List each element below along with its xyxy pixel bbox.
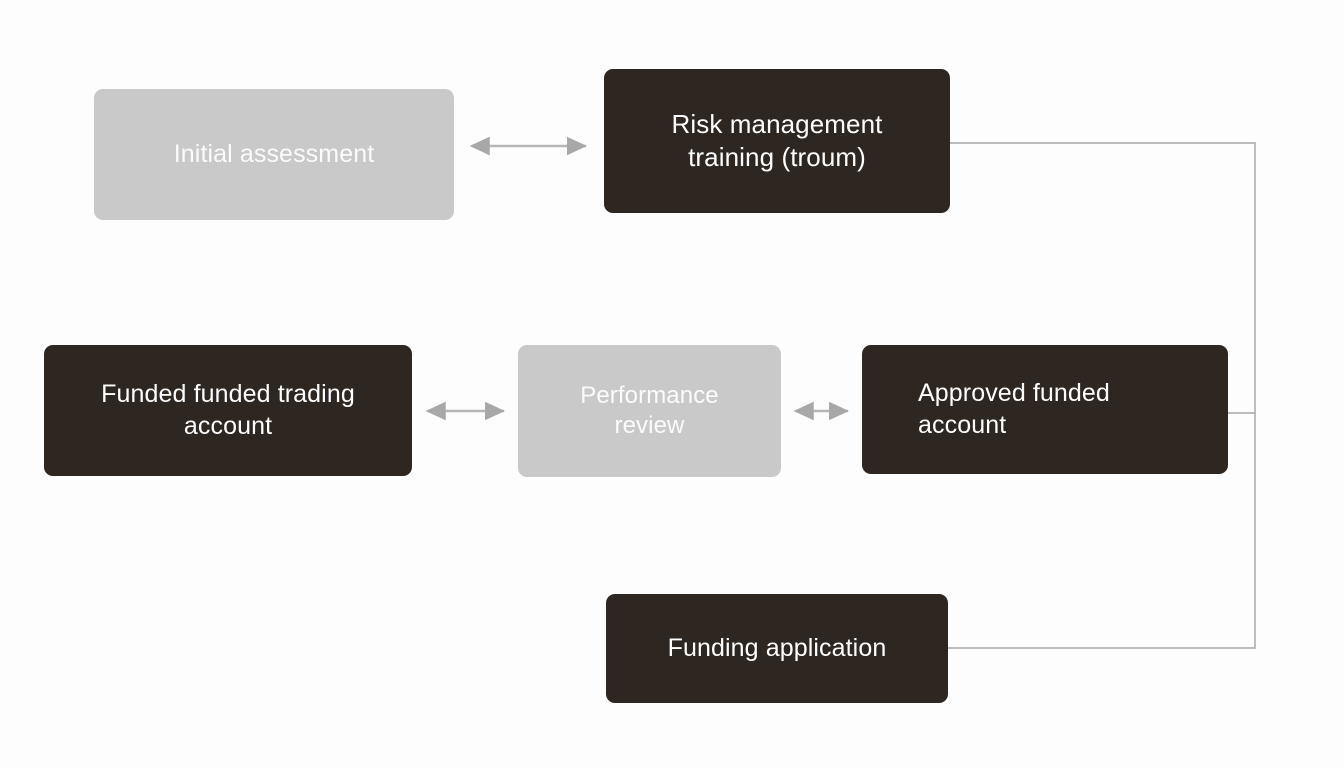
node-initial-assessment-label: Initial assessment bbox=[173, 139, 375, 168]
node-approved-funded-account-label: Approved funded account bbox=[918, 379, 1110, 439]
node-initial-assessment[interactable]: Initial assessment bbox=[94, 89, 454, 220]
node-performance-review-label: Performance review bbox=[580, 381, 719, 439]
node-risk-management-training[interactable]: Risk management training (troum) bbox=[604, 69, 950, 213]
node-approved-funded-account[interactable]: Approved funded account bbox=[862, 345, 1228, 474]
node-funding-application-label: Funding application bbox=[667, 633, 887, 662]
node-funded-trading-account-label: Funded funded trading account bbox=[101, 380, 355, 440]
node-risk-management-training-label: Risk management training (troum) bbox=[671, 109, 883, 172]
node-performance-review[interactable]: Performance review bbox=[518, 345, 781, 477]
node-funding-application[interactable]: Funding application bbox=[606, 594, 948, 703]
node-funded-trading-account[interactable]: Funded funded trading account bbox=[44, 345, 412, 476]
